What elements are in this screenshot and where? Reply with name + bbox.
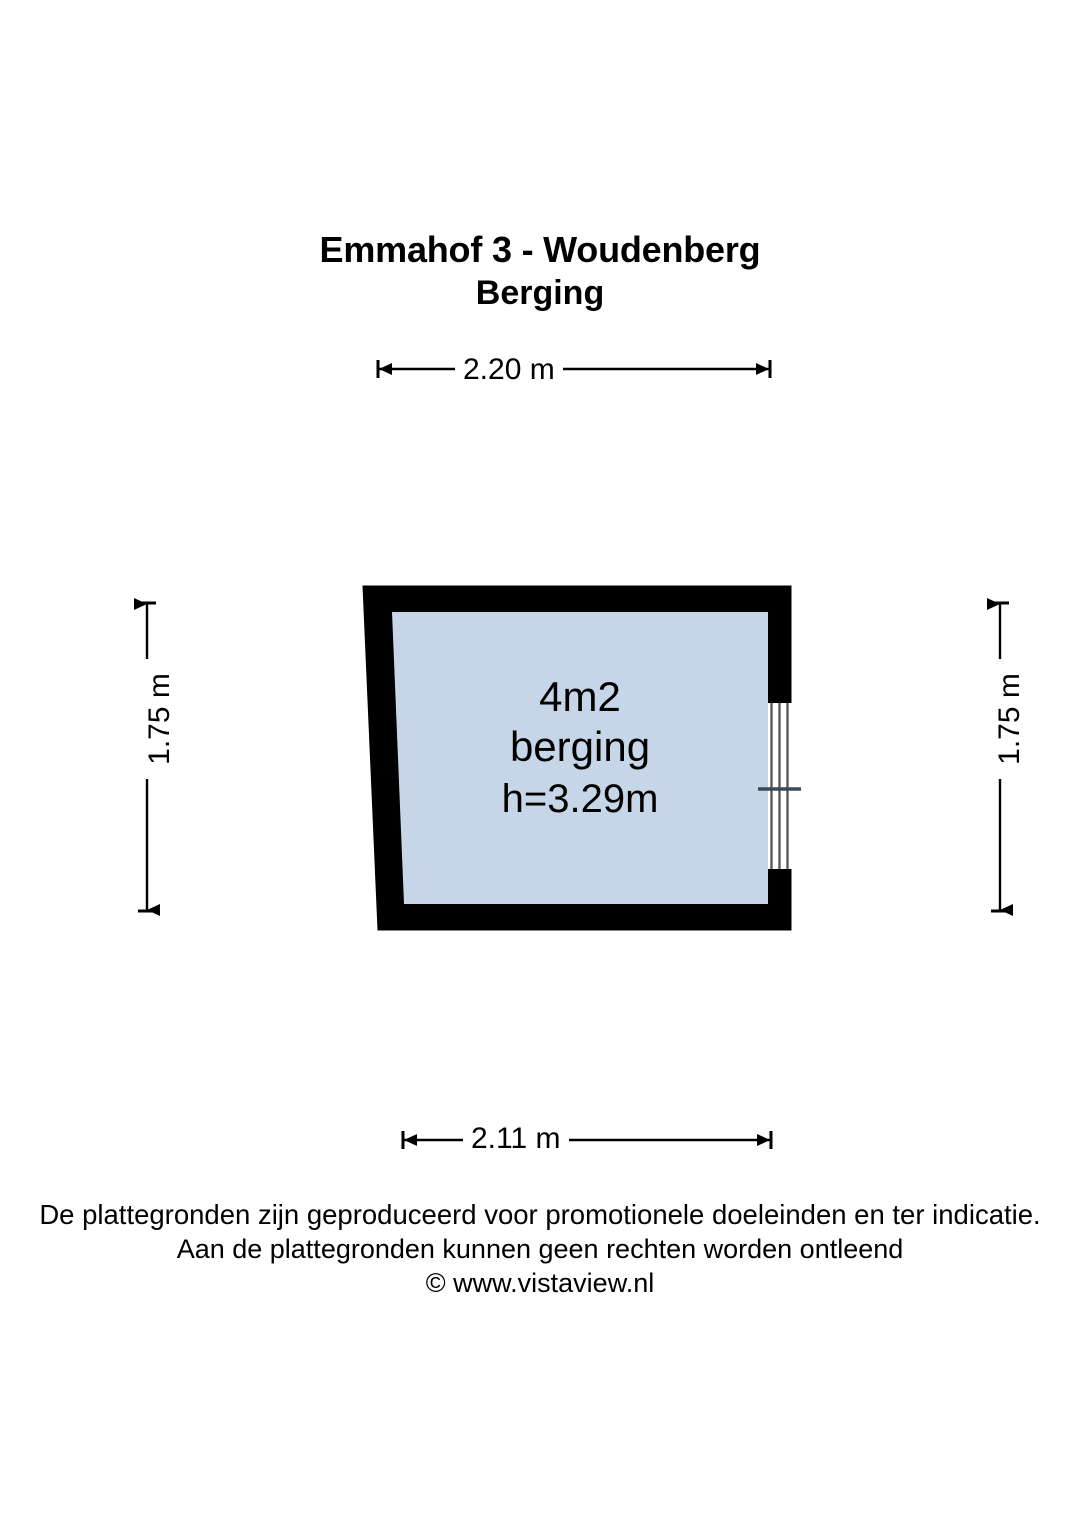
page-title: Emmahof 3 - Woudenberg [319, 229, 761, 270]
page-title-block: Emmahof 3 - Woudenberg Berging [0, 228, 1080, 314]
room-walls [362, 585, 792, 931]
dimension-right-label: 1.75 m [991, 659, 1029, 779]
room-floor-fill [392, 612, 768, 904]
footer-disclaimer: De plattegronden zijn geproduceerd voor … [0, 1198, 1080, 1300]
dimension-left-label: 1.75 m [141, 659, 179, 779]
footer-line-1: De plattegronden zijn geproduceerd voor … [39, 1199, 1041, 1230]
footer-line-2: Aan de plattegronden kunnen geen rechten… [176, 1234, 904, 1264]
page-subtitle: Berging [475, 274, 605, 312]
dimension-top-label: 2.20 m [455, 355, 563, 385]
dimension-bottom [401, 1131, 773, 1149]
door-opening [758, 703, 801, 869]
dimension-bottom-label: 2.11 m [463, 1124, 569, 1154]
footer-line-3: © www.vistaview.nl [425, 1268, 655, 1298]
dimension-top [376, 360, 772, 378]
